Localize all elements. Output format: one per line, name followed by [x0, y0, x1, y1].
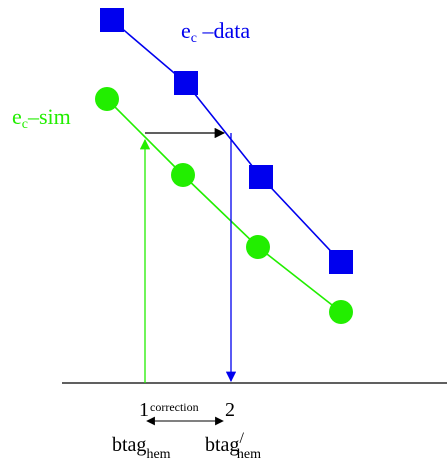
sim-marker	[95, 87, 119, 111]
sim-marker	[246, 235, 270, 259]
data-marker	[329, 250, 353, 274]
tick-label-1: 1	[139, 399, 149, 421]
sim-marker	[171, 163, 195, 187]
btag-hem-prime-label: btag/hem	[205, 430, 261, 462]
data-marker	[100, 8, 124, 32]
data-marker	[249, 165, 273, 189]
data-series-line	[111, 19, 342, 263]
sim-series-label: ec–sim	[12, 104, 71, 132]
data-marker	[174, 71, 198, 95]
tick-label-2: 2	[225, 399, 235, 421]
data-series-label: ec –data	[181, 18, 250, 46]
sim-series-line	[106, 98, 342, 313]
correction-label: correction	[150, 400, 199, 414]
btag-hem-label: btaghem	[112, 434, 171, 462]
sim-marker	[329, 300, 353, 324]
